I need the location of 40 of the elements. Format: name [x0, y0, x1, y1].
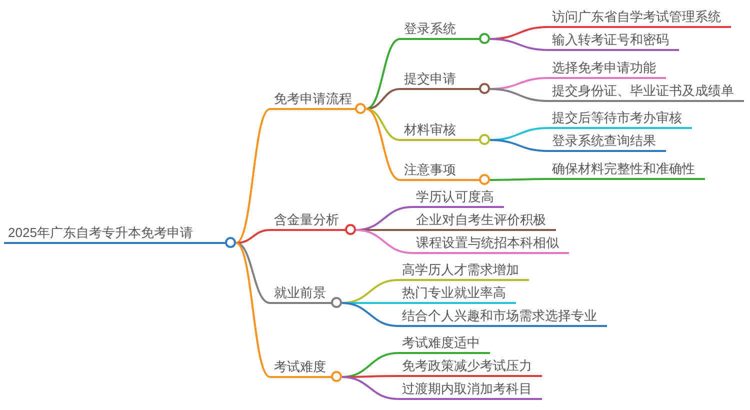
branch-connector [366, 108, 400, 141]
topic-text: 考试难度 [274, 359, 326, 374]
topic-text: 热门专业就业率高 [402, 285, 506, 300]
topic-text: 选择免考申请功能 [552, 60, 656, 75]
topic-text: 学历认可度高 [416, 189, 494, 204]
topic-text: 提交申请 [404, 71, 456, 86]
branch-connector [490, 139, 548, 152]
branch-connector [235, 108, 271, 244]
topic-text: 高学历人才需求增加 [402, 262, 519, 277]
topic-text: 含金量分析 [274, 212, 339, 227]
topic-text: 提交身份证、毕业证书及成绩单 [552, 83, 734, 98]
topic-text: 过渡期内取消加考科目 [402, 381, 532, 396]
branch-connector [490, 38, 548, 51]
branch-connector [366, 38, 400, 110]
topic-text: 免考申请流程 [274, 91, 352, 106]
branch-connector [342, 302, 398, 327]
topic-text: 材料审核 [404, 122, 456, 137]
topic-text: 输入转考证号和密码 [552, 32, 669, 47]
branch-connector [236, 242, 270, 304]
branch-connector [356, 229, 412, 254]
topic-text: 企业对自考生评价积极 [416, 212, 546, 227]
branch-connector [366, 108, 400, 181]
topic-text: 登录系统 [404, 21, 456, 36]
topic-text: 考试难度适中 [402, 335, 480, 350]
topic-text: 免考政策减少考试压力 [402, 358, 532, 373]
topic-text: 2025年广东自考专升本免考申请 [8, 225, 193, 240]
topic-text: 结合个人兴趣和市场需求选择专业 [402, 308, 597, 323]
topic-text: 确保材料完整性和准确性 [552, 161, 695, 176]
topic-text: 访问广东省自学考试管理系统 [552, 9, 721, 24]
branch-connector [236, 229, 270, 244]
topic-text: 登录系统查询结果 [552, 133, 656, 148]
branch-connector [490, 88, 548, 102]
branch-connector [235, 242, 271, 378]
topic-text: 注意事项 [404, 162, 456, 177]
branch-connector [366, 88, 400, 110]
topic-text: 课程设置与统招本科相似 [416, 235, 559, 250]
branch-connector [490, 178, 548, 181]
topic-text: 就业前景 [274, 285, 326, 300]
topic-text: 提交后等待市考办审核 [552, 110, 682, 125]
branch-connector [342, 376, 398, 400]
